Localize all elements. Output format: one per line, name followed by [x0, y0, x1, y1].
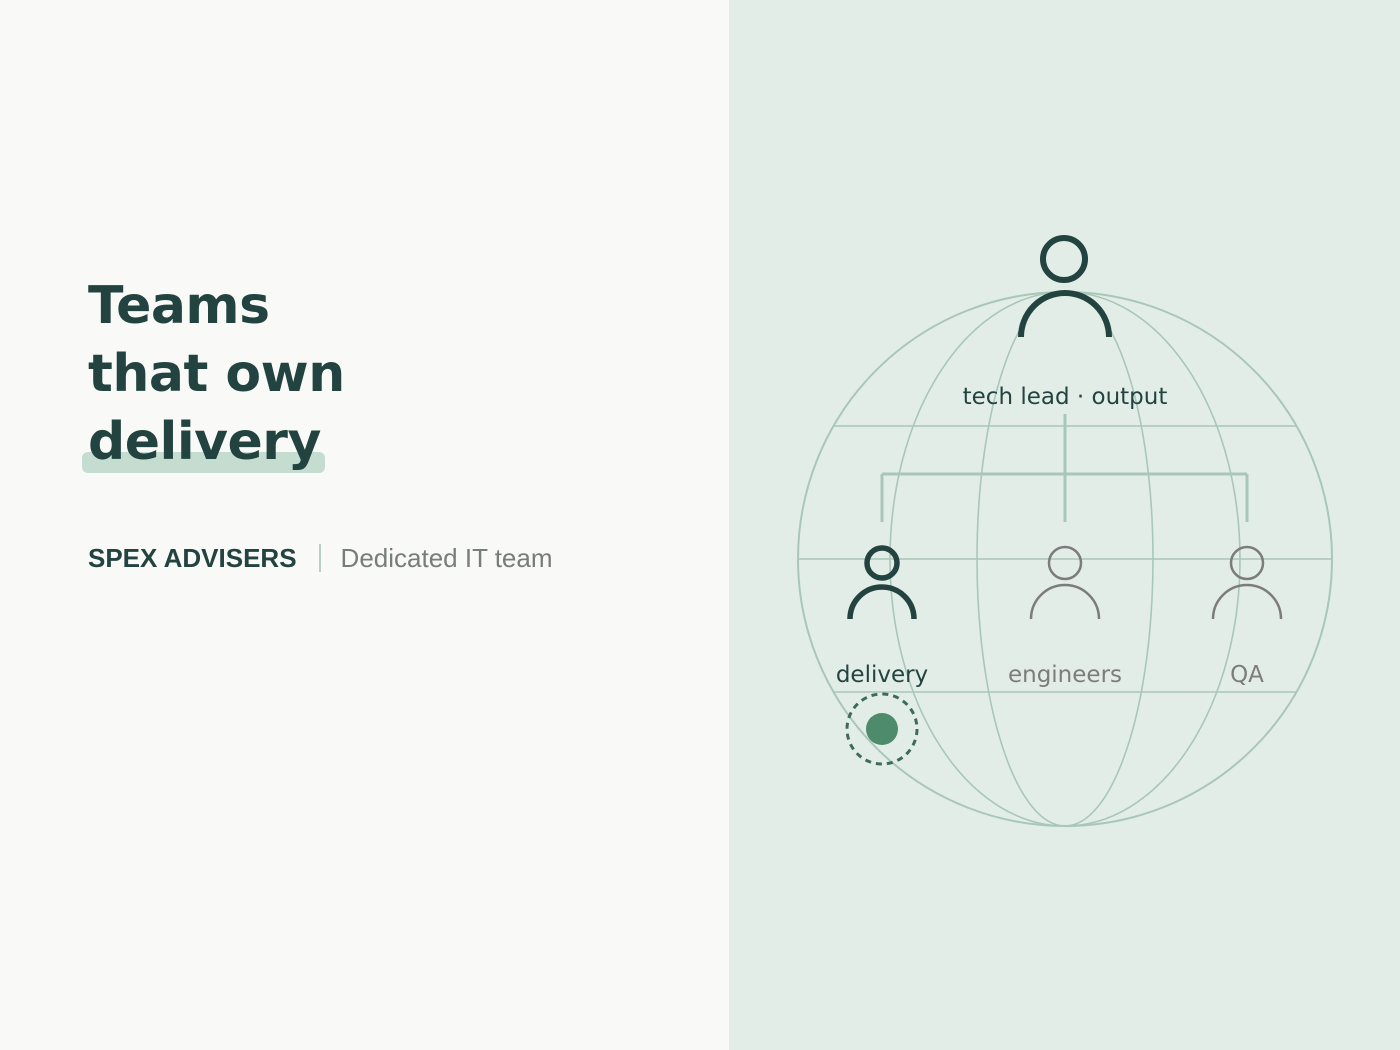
- headline-line-1: Teams: [88, 276, 270, 336]
- headline-line-2: that own: [88, 344, 345, 404]
- person-icon: [1018, 235, 1112, 338]
- left-panel: [0, 0, 729, 1050]
- headline: Teams that own delivery: [82, 272, 345, 476]
- role-label-qa: QA: [1230, 662, 1264, 688]
- person-icon: [1211, 545, 1283, 620]
- globe-icon: [797, 291, 1333, 827]
- tech-lead-label: tech lead · output: [963, 384, 1168, 410]
- active-dot-icon: [845, 692, 919, 766]
- role-label-delivery: delivery: [836, 662, 928, 688]
- brand-name: SPEX ADVISERS: [88, 542, 297, 573]
- person-icon: [1029, 545, 1101, 620]
- right-panel: [729, 0, 1400, 1050]
- brand-row: SPEX ADVISERS Dedicated IT team: [88, 538, 553, 578]
- highlighted-word: delivery: [82, 408, 325, 476]
- team-diagram: tech lead · output delivery engineers QA: [797, 235, 1333, 827]
- brand-divider: [318, 544, 321, 572]
- highlight-marker: [82, 452, 325, 473]
- person-icon: [847, 545, 917, 620]
- highlighted-word-text: delivery: [88, 412, 321, 472]
- brand-tagline: Dedicated IT team: [340, 542, 553, 573]
- role-label-engineers: engineers: [1008, 662, 1122, 688]
- headline-line-3: delivery: [82, 408, 345, 476]
- org-connectors: [880, 414, 1249, 522]
